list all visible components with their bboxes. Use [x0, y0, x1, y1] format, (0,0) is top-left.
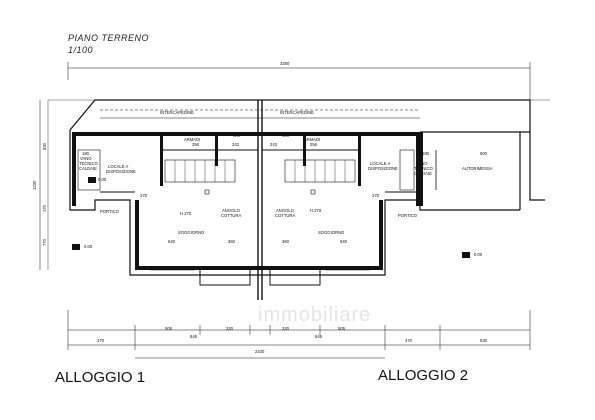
dim-bottom-330-left: 330 [226, 326, 234, 331]
dim-bottom-505-right: 505 [338, 326, 346, 331]
dim-bottom-330-right: 330 [282, 326, 290, 331]
watermark-logo: immobiliare [258, 304, 372, 326]
elevation-marker-icon [462, 252, 470, 258]
elevation-marker-icon [88, 177, 96, 183]
dim-left-seg-2: 170 [42, 204, 47, 212]
dim-bottom-845-left: 845 [190, 334, 198, 339]
dim-bottom-470-left: 470 [97, 338, 105, 343]
label-vano-left-2: TECNICO [79, 161, 99, 166]
label-cottura-left: COTTURA [221, 213, 241, 218]
dim-270-right: 270 [372, 193, 380, 198]
dim-256-left: 256 [192, 142, 200, 147]
label-locale-disp-left: LOCALE A [108, 164, 128, 169]
label-vano-left: VANO [80, 156, 92, 161]
label-intercapedine-right: INTERCAPEDINE [280, 110, 314, 115]
elev-right: 0.00 [474, 252, 483, 257]
label-vano-right-3: CALDAIE [414, 171, 432, 176]
label-vano-right: VANO [416, 161, 428, 166]
label-locale-armadi-left-2: ARMADI [184, 137, 200, 142]
label-wc-left: WC [233, 133, 240, 138]
label-soggiorno-right: SOGGIORNO [318, 230, 345, 235]
label-angolo-left: ANGOLO [222, 208, 241, 213]
label-vano-left-3: CALDAIE [79, 166, 97, 171]
label-locale-disp-right: LOCALE A [370, 161, 390, 166]
dim-left-height: 1230 [32, 180, 37, 190]
dim-640-left: 640 [168, 239, 176, 244]
dim-243-right: 243 [270, 142, 278, 147]
dim-left-seg-1: 830 [42, 142, 47, 150]
label-autorimessa: AUTORIMESSA [462, 166, 493, 171]
dim-600: 600 [480, 151, 488, 156]
label-wc-right: WC [282, 133, 289, 138]
label-locale-armadi-right: LOCALE [306, 132, 323, 137]
plan-title: PIANO TERRENO [68, 33, 150, 43]
dim-640-right: 640 [340, 239, 348, 244]
dim-180-left: 180 [82, 151, 90, 156]
elev-left: 0.00 [84, 244, 93, 249]
label-portico-right: PORTICO [398, 213, 418, 218]
dim-total-top: 3260 [280, 61, 290, 66]
dim-243-left: 243 [232, 142, 240, 147]
plan-scale: 1/100 [68, 45, 94, 55]
label-height-left: H 270 [180, 211, 192, 216]
dim-256-right: 256 [310, 142, 318, 147]
elev-vano-left: 0.00 [98, 177, 107, 182]
dim-bottom-845-right: 845 [315, 334, 323, 339]
label-angolo-right: ANGOLO [276, 208, 295, 213]
label-locale-disp-right-2: DISPOSIZIONE [368, 166, 398, 171]
label-locale-armadi-right-2: ARMADI [304, 137, 320, 142]
dim-270-left: 270 [140, 193, 148, 198]
label-vano-right-2: TECNICO [414, 166, 434, 171]
unit-label-right: ALLOGGIO 2 [378, 367, 469, 384]
label-cottura-right: COTTURA [275, 213, 295, 218]
dim-left-seg-3: 770 [42, 238, 47, 246]
dim-360-left: 360 [228, 239, 236, 244]
dim-180-right: 180 [422, 151, 430, 156]
label-soggiorno-left: SOGGIORNO [178, 230, 205, 235]
dim-bottom-470-right: 470 [405, 338, 413, 343]
unit-label-left: ALLOGGIO 1 [55, 369, 146, 386]
label-portico-left: PORTICO [100, 209, 120, 214]
label-locale-disp-left-2: DISPOSIZIONE [106, 169, 136, 174]
dim-bottom-630: 630 [480, 338, 488, 343]
dim-360-right: 360 [282, 239, 290, 244]
dim-bottom-505-left: 505 [165, 326, 173, 331]
label-height-right: H 270 [310, 208, 322, 213]
label-intercapedine-left: INTERCAPEDINE [160, 110, 194, 115]
elevation-marker-icon [72, 244, 80, 250]
label-locale-armadi-left: LOCALE [186, 132, 203, 137]
dim-total-bottom: 2430 [255, 349, 265, 354]
